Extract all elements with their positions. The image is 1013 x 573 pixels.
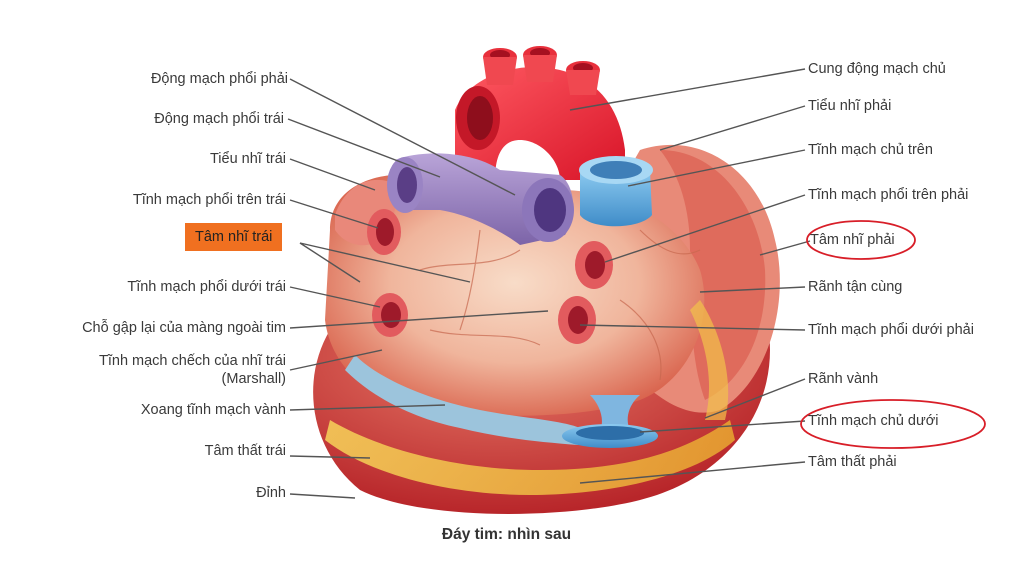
label-inferior-vena-cava: Tĩnh mạch chủ dưới [808, 413, 939, 429]
coronary-sinus [345, 355, 580, 445]
label-aortic-arch: Cung động mạch chủ [808, 61, 946, 77]
fat-coronary [325, 420, 735, 495]
figure-caption: Đáy tim: nhìn sau [441, 526, 572, 543]
leader-lines [287, 68, 811, 499]
inferior-vena-cava [562, 395, 658, 448]
pulmonary-arteries [387, 153, 574, 245]
label-right-pulmonary-artery: Động mạch phổi phải [150, 71, 288, 87]
label-sulcus-terminalis: Rãnh tận cùng [808, 279, 903, 295]
label-coronary-sulcus: Rãnh vành [808, 371, 879, 387]
label-left-inferior-pulmonary-vein: Tĩnh mạch phổi dưới trái [127, 279, 286, 295]
superior-vena-cava [579, 156, 653, 227]
label-left-pulmonary-artery: Động mạch phổi trái [154, 111, 284, 127]
label-left-atrium: Tâm nhĩ trái [185, 223, 283, 251]
aorta-arch [455, 46, 625, 180]
label-right-inferior-pulmonary-vein: Tĩnh mạch phổi dưới phải [808, 322, 974, 338]
label-superior-vena-cava: Tĩnh mạch chủ trên [808, 142, 933, 158]
circle-inferior-vena-cava [800, 399, 986, 449]
pulmonary-veins [367, 209, 613, 344]
label-pericardial-reflection: Chỗ gập lại của màng ngoài tim [82, 320, 286, 336]
label-coronary-sinus: Xoang tĩnh mạch vành [140, 402, 286, 418]
label-left-ventricle: Tâm thất trái [204, 443, 286, 459]
label-right-ventricle: Tâm thất phải [808, 454, 897, 470]
label-oblique-vein-marshall: (Marshall) [221, 371, 286, 387]
label-apex: Đỉnh [256, 485, 286, 501]
label-right-atrium: Tâm nhĩ phải [810, 232, 895, 248]
label-left-auricle: Tiểu nhĩ trái [209, 151, 286, 167]
label-right-auricle: Tiểu nhĩ phải [808, 98, 892, 114]
circle-right-atrium [806, 220, 916, 260]
label-right-superior-pulmonary-vein: Tĩnh mạch phổi trên phải [808, 187, 969, 203]
atria-shape [325, 174, 705, 416]
label-left-superior-pulmonary-vein: Tĩnh mạch phổi trên trái [132, 192, 286, 208]
label-oblique-vein: Tĩnh mạch chếch của nhĩ trái [99, 353, 286, 369]
